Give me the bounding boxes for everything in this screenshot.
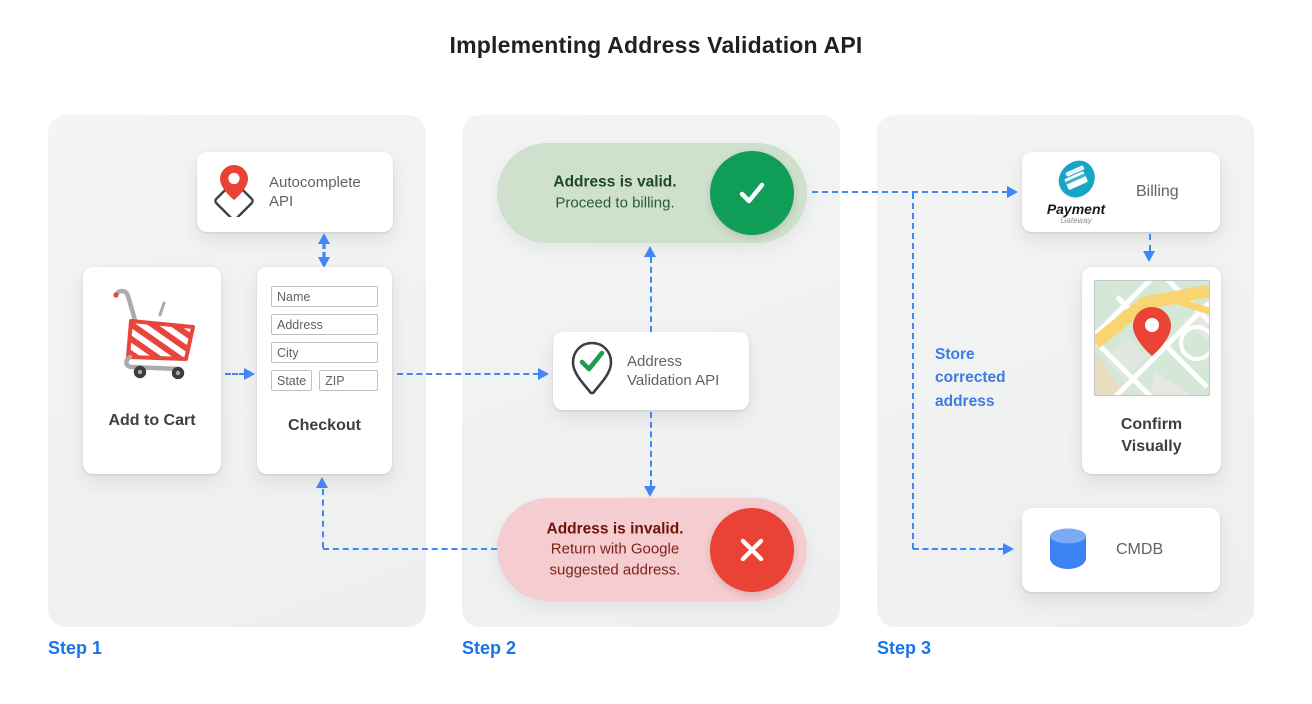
address-validation-api-label: Address Validation API xyxy=(627,352,720,390)
checkout-label: Checkout xyxy=(288,417,361,434)
step3-label: Step 3 xyxy=(877,638,932,658)
connector-validation-to-valid xyxy=(650,257,652,332)
autocomplete-api-label: Autocomplete API xyxy=(269,173,361,211)
cmdb-label: CMDB xyxy=(1116,540,1164,558)
address-invalid-subtitle: Return with Google suggested address. xyxy=(549,540,681,578)
billing-label: Billing xyxy=(1136,182,1179,200)
map-pin-diamond-icon xyxy=(209,163,259,222)
address-valid-pill: Address is valid. Proceed to billing. xyxy=(497,143,807,243)
step2-label: Step 2 xyxy=(462,638,517,658)
arrowhead-down-icon xyxy=(644,486,656,497)
arrowhead-down-icon xyxy=(1143,251,1155,262)
connector-checkout-to-validation xyxy=(397,373,539,375)
check-circle-icon xyxy=(710,151,794,235)
address-invalid-title: Address is invalid. xyxy=(546,519,684,537)
zip-field[interactable] xyxy=(319,370,378,391)
confirm-visually-card: Confirm Visually xyxy=(1082,267,1223,474)
shopping-cart-icon xyxy=(104,287,200,384)
add-to-cart-label: Add to Cart xyxy=(108,412,196,429)
connector-valid-to-billing xyxy=(812,191,1008,193)
address-valid-subtitle: Proceed to billing. xyxy=(555,194,675,212)
page-title: Implementing Address Validation API xyxy=(449,32,863,58)
map-thumbnail xyxy=(1082,269,1223,403)
arrowhead-right-icon xyxy=(538,368,549,380)
connector-invalid-to-checkout-vertical xyxy=(322,489,324,548)
arrowhead-right-icon xyxy=(1007,186,1018,198)
payment-logo-subtitle: Gateway xyxy=(1060,215,1092,225)
connector-cart-to-checkout xyxy=(225,373,245,375)
connector-validation-to-invalid xyxy=(650,412,652,486)
store-corrected-address-note: Store corrected address xyxy=(935,346,1006,410)
arrowhead-up-icon xyxy=(316,477,328,488)
arrowhead-right-icon xyxy=(1003,543,1014,555)
checkout-card: Checkout xyxy=(257,267,392,474)
address-valid-text: Address is valid. Proceed to billing. xyxy=(523,172,707,213)
city-field[interactable] xyxy=(271,342,378,363)
payment-logo-title: Payment xyxy=(1046,200,1106,217)
connector-billing-to-confirm xyxy=(1149,234,1151,251)
state-zip-row xyxy=(271,370,378,398)
x-circle-icon xyxy=(710,507,794,592)
autocomplete-api-card: Autocomplete API xyxy=(197,152,393,232)
billing-card: Payment Gateway Billing xyxy=(1022,152,1220,232)
connector-invalid-to-checkout-horizontal xyxy=(323,548,497,550)
arrowhead-up-icon xyxy=(644,246,656,257)
pin-check-icon xyxy=(569,341,615,402)
name-field[interactable] xyxy=(271,286,378,307)
confirm-visually-label: Confirm Visually xyxy=(1120,416,1183,455)
address-invalid-pill: Address is invalid. Return with Google s… xyxy=(497,498,807,601)
state-field[interactable] xyxy=(271,370,313,391)
address-validation-api-card: Address Validation API xyxy=(553,332,749,410)
step1-label: Step 1 xyxy=(48,638,103,658)
connector-store-branch-vertical xyxy=(912,193,914,549)
database-cylinder-icon xyxy=(1044,525,1092,576)
connector-store-to-cmdb xyxy=(913,548,1004,550)
arrowhead-right-icon xyxy=(244,368,255,380)
add-to-cart-card: Add to Cart xyxy=(83,267,221,474)
address-invalid-text: Address is invalid. Return with Google s… xyxy=(523,519,707,580)
address-field[interactable] xyxy=(271,314,378,335)
address-valid-title: Address is valid. xyxy=(553,173,677,191)
cmdb-card: CMDB xyxy=(1022,508,1220,592)
payment-gateway-logo: Payment Gateway xyxy=(1038,159,1114,226)
